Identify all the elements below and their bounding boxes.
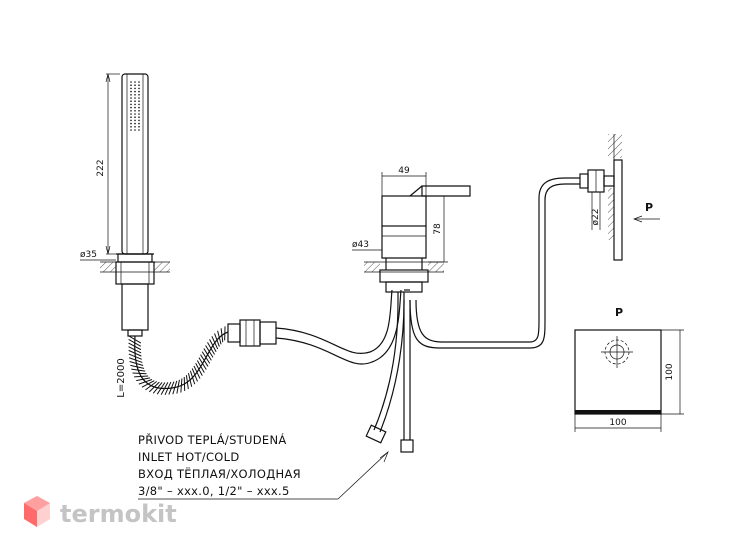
- shower-supply-pipe: [275, 289, 402, 365]
- hand-shower: [115, 73, 155, 337]
- note-line-3: ВХОД ТЁПЛАЯ/ХОЛОДНАЯ: [138, 466, 301, 481]
- dim-43-label: ø43: [352, 240, 369, 250]
- watermark-text: termokit: [60, 500, 177, 528]
- inlet-note: PŘIVOD TEPLÁ/STUDENÁ INLET HOT/COLD ВХОД…: [138, 432, 389, 500]
- dim-35-label: ø35: [80, 250, 97, 260]
- dimension-mixer-width: 49: [381, 166, 427, 196]
- view-p-title: P: [615, 306, 623, 319]
- dimension-mixer-height: 78: [426, 195, 448, 263]
- note-line-4: 3/8" – xxx.0, 1/2" – xxx.5: [138, 484, 290, 498]
- dimension-plate-height: 100: [661, 329, 684, 415]
- wall-outlet-pipe: [409, 177, 580, 349]
- mixer-body: [379, 185, 471, 293]
- dimension-shower-length: 222: [96, 73, 120, 255]
- note-line-1: PŘIVOD TEPLÁ/STUDENÁ: [138, 432, 287, 447]
- termokit-logo: termokit: [24, 496, 177, 528]
- note-line-2: INLET HOT/COLD: [138, 450, 240, 464]
- dim-plate-width-label: 100: [609, 418, 626, 428]
- view-arrow: P: [633, 201, 660, 223]
- dimension-outlet-diameter: ø22: [591, 192, 601, 230]
- dimension-mixer-diameter: ø43: [352, 240, 382, 251]
- view-p: P: [574, 306, 662, 415]
- dim-49-label: 49: [398, 166, 410, 176]
- dimension-shower-diameter: ø35: [80, 250, 116, 261]
- dim-hose-length-label: L=2000: [116, 358, 127, 397]
- dim-78-label: 78: [433, 223, 443, 235]
- dim-plate-height-label: 100: [665, 363, 675, 380]
- wall-outlet: [579, 134, 623, 261]
- deck-left: [100, 261, 170, 273]
- dim-22-label: ø22: [591, 209, 601, 226]
- inlet-hoses: [365, 289, 414, 453]
- spiral-hose: [128, 319, 277, 395]
- shower-nozzle-dots: [130, 81, 140, 131]
- view-arrow-label: P: [645, 201, 653, 214]
- dim-222-label: 222: [96, 159, 106, 176]
- dimension-plate-width: 100: [574, 414, 662, 432]
